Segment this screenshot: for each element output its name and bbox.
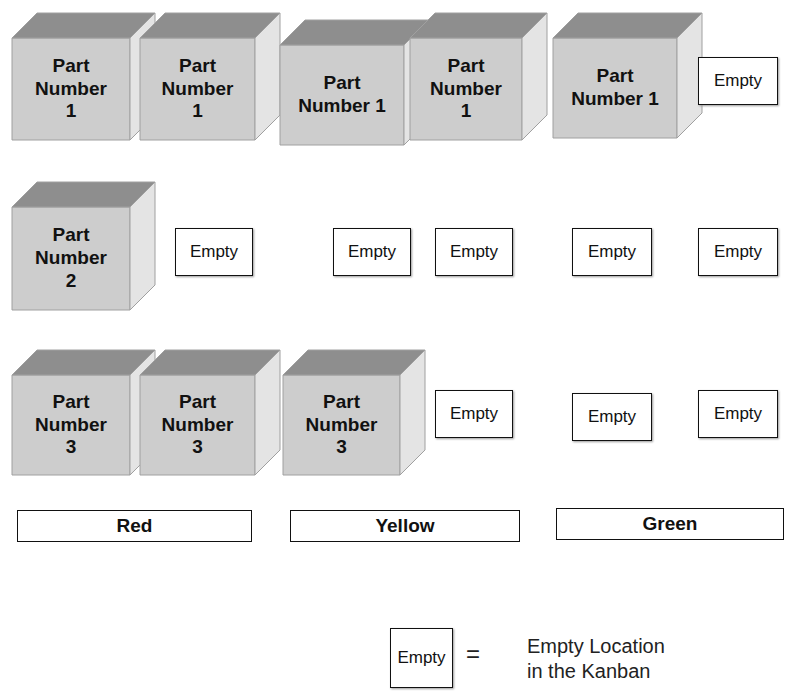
front-face [410,38,522,140]
bin-cube: Part Number 1 [12,13,155,140]
side-face [400,350,425,475]
top-face [553,13,702,38]
cube-faces [283,350,425,475]
equals-sign: = [466,640,480,668]
cube-faces [12,350,155,475]
empty-slot: Empty [435,390,513,438]
legend-text: Empty Location in the Kanban [527,634,677,684]
side-face [522,13,547,140]
top-face [280,20,429,45]
zone-band: Yellow [290,510,520,542]
empty-slot: Empty [435,228,513,276]
cube-front: Part Number 1 [410,38,522,140]
part-label: Part Number 1 [31,55,111,123]
cube-faces [410,13,547,140]
side-face [255,350,280,475]
side-face [255,13,280,140]
empty-label: Empty [450,404,498,424]
front-face [12,375,130,475]
legend-sample-label: Empty [397,648,445,668]
side-face [130,182,155,310]
cube-front: Part Number 1 [553,38,677,138]
cube-front: Part Number 3 [12,375,130,475]
part-label: Part Number 1 [158,55,238,123]
cube-faces [12,182,155,310]
front-face [12,207,130,310]
bin-cube: Part Number 1 [280,20,429,145]
empty-label: Empty [588,407,636,427]
empty-slot: Empty [572,228,652,276]
front-face [553,38,677,138]
zone-label: Green [643,513,698,535]
cube-front: Part Number 3 [140,375,255,475]
empty-slot: Empty [698,390,778,438]
bin-cube: Part Number 2 [12,182,155,310]
empty-slot: Empty [698,228,778,276]
cube-front: Part Number 2 [12,207,130,310]
bin-cube: Part Number 3 [12,350,155,475]
cube-faces [12,13,155,140]
part-label: Part Number 1 [287,72,397,118]
bin-cube: Part Number 3 [140,350,280,475]
front-face [140,38,255,140]
cube-front: Part Number 1 [280,45,404,145]
empty-label: Empty [450,242,498,262]
front-face [12,38,130,140]
cube-faces [140,13,280,140]
front-face [140,375,255,475]
part-label: Part Number 3 [158,391,238,459]
zone-label: Yellow [375,515,434,537]
part-label: Part Number 1 [560,65,670,111]
front-face [280,45,404,145]
zone-label: Red [117,515,153,537]
empty-label: Empty [714,404,762,424]
empty-label: Empty [714,71,762,91]
part-label: Part Number 2 [31,224,111,292]
empty-label: Empty [348,242,396,262]
empty-slot: Empty [698,57,778,105]
empty-label: Empty [190,242,238,262]
zone-band: Red [17,510,252,542]
empty-slot: Empty [572,393,652,441]
empty-label: Empty [714,242,762,262]
empty-label: Empty [588,242,636,262]
bin-cube: Part Number 1 [140,13,280,140]
part-label: Part Number 3 [302,391,382,459]
bin-cube: Part Number 1 [553,13,702,138]
part-label: Part Number 1 [426,55,506,123]
bin-cube: Part Number 3 [283,350,425,475]
front-face [283,375,400,475]
cube-faces [140,350,280,475]
empty-slot: Empty [333,228,411,276]
cube-front: Part Number 1 [140,38,255,140]
cube-front: Part Number 1 [12,38,130,140]
bin-cube: Part Number 1 [410,13,547,140]
empty-slot: Empty [175,228,253,276]
legend-sample: Empty [390,628,453,688]
cube-front: Part Number 3 [283,375,400,475]
zone-band: Green [556,508,784,540]
part-label: Part Number 3 [31,391,111,459]
